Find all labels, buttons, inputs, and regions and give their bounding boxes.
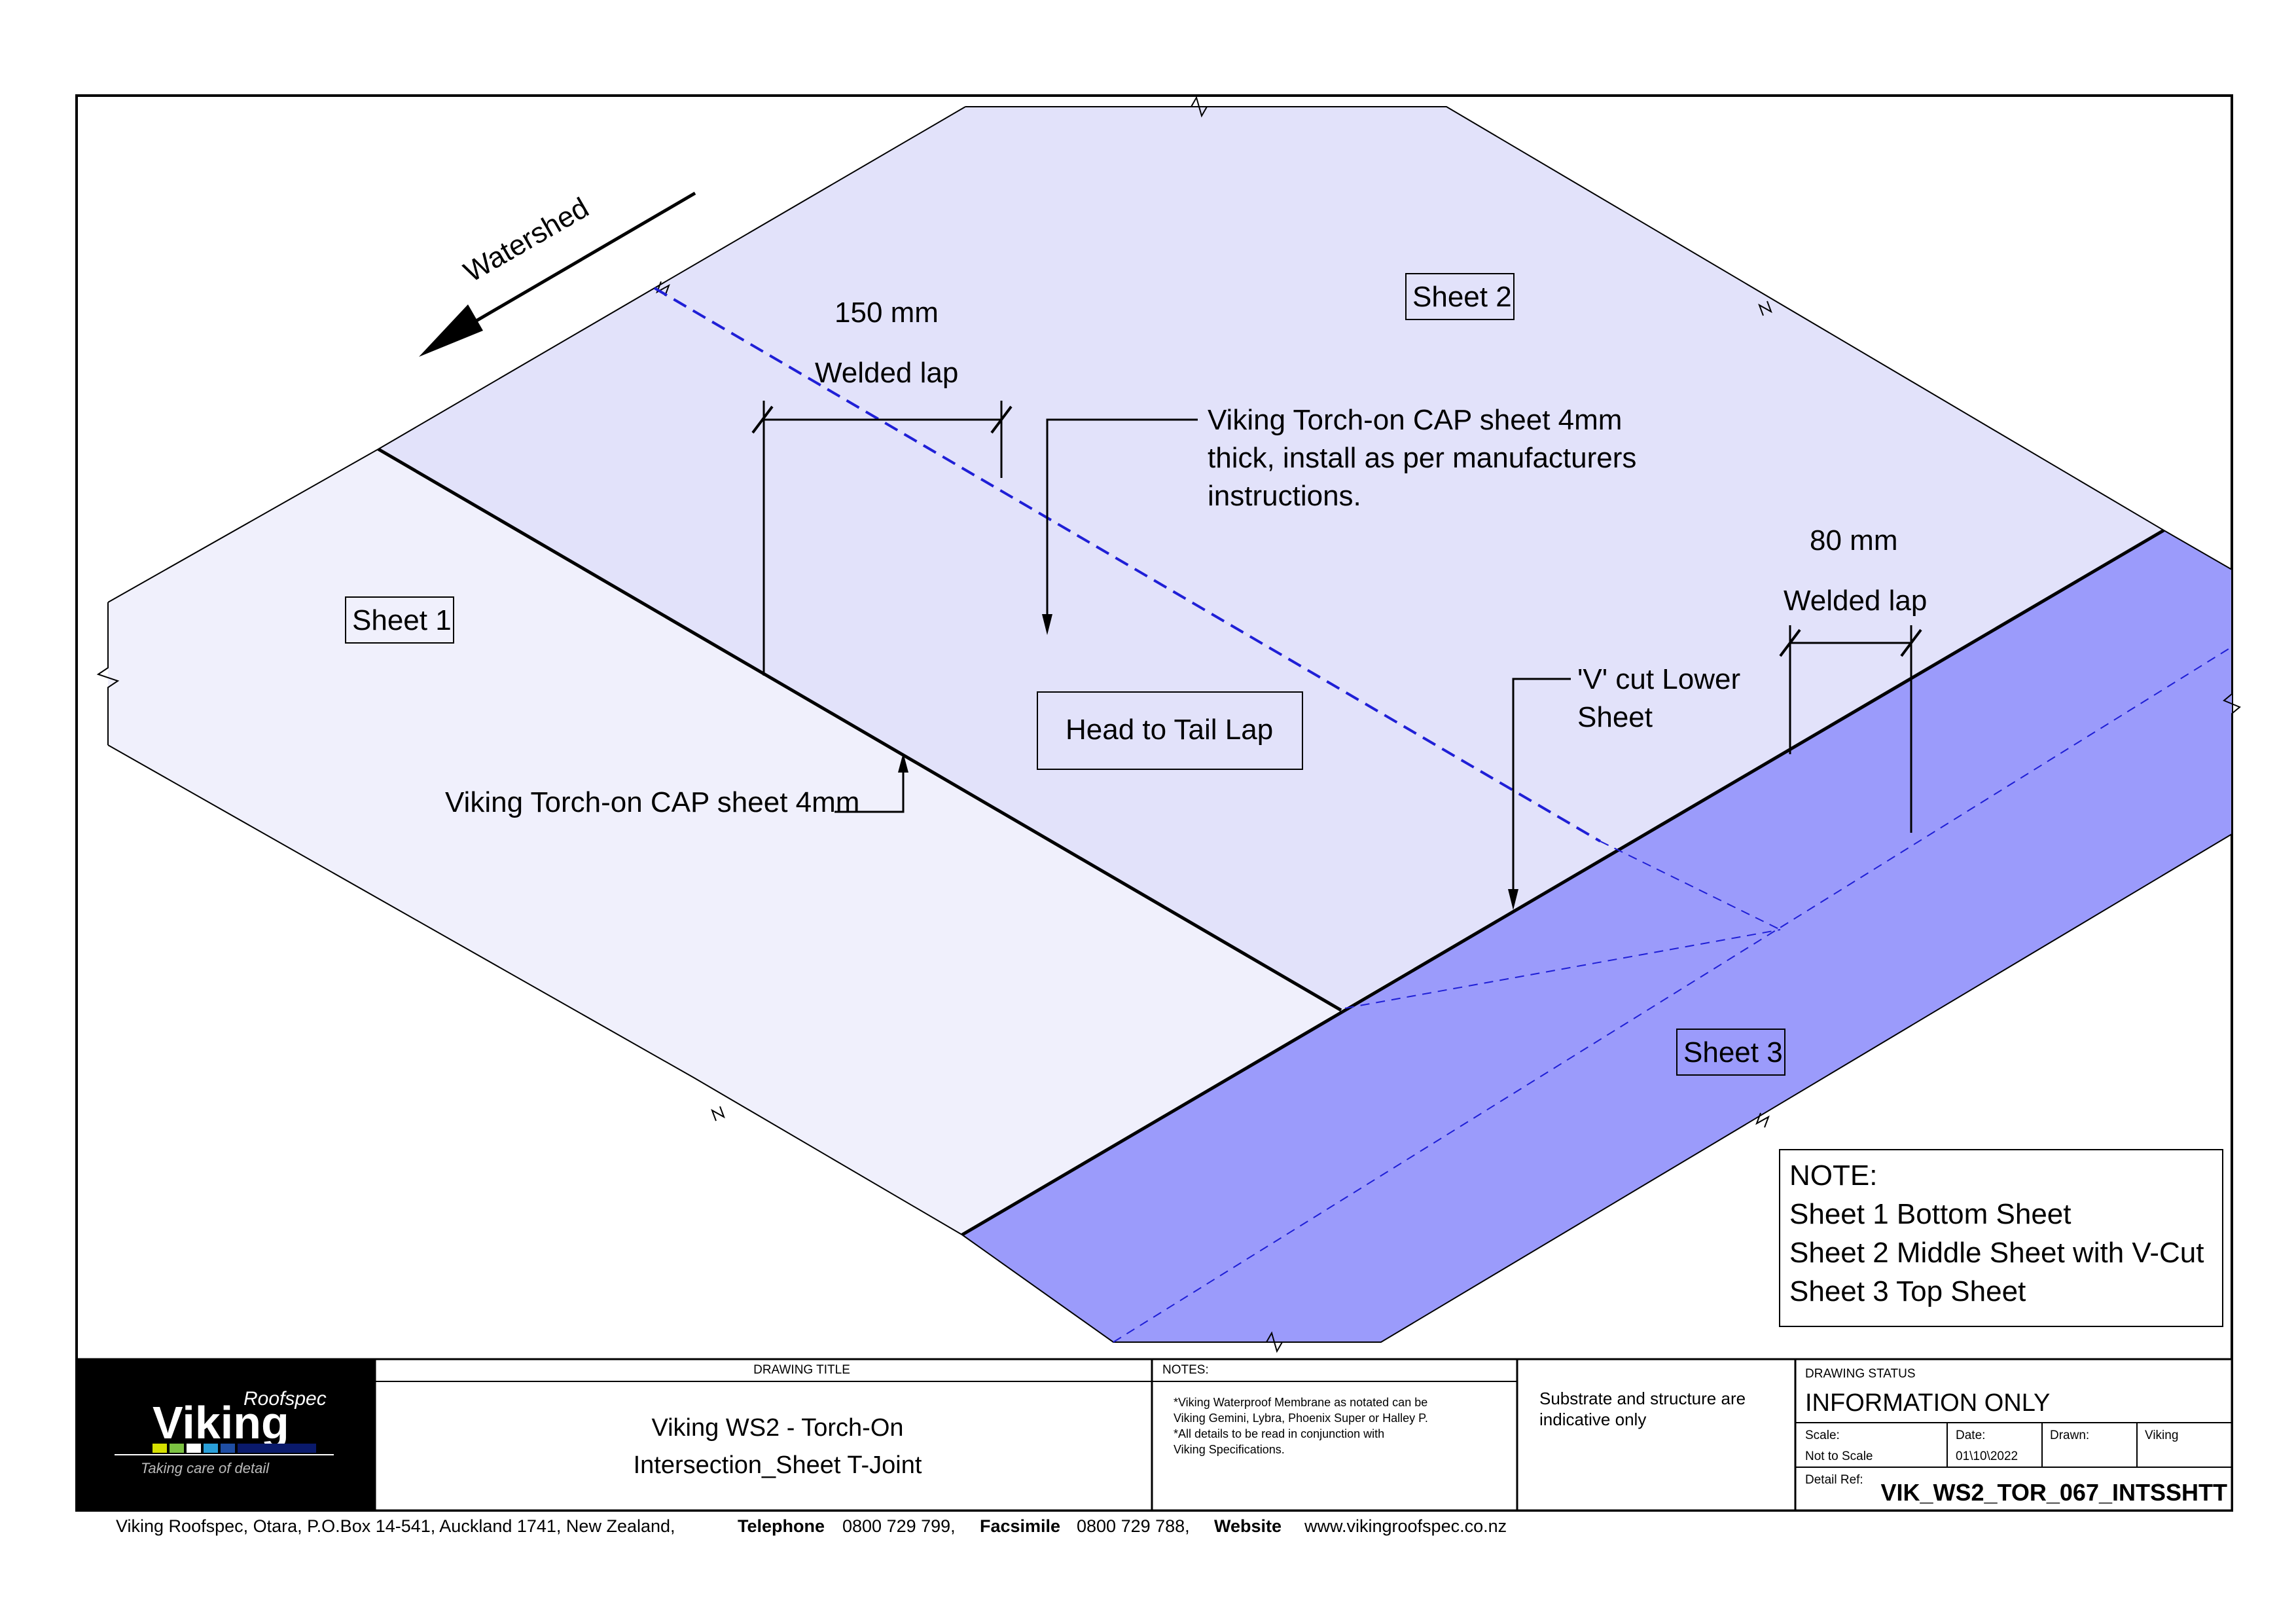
leader-arrow <box>1042 614 1052 635</box>
footer-telephone-label: Telephone <box>738 1516 825 1536</box>
leader-arrow <box>898 753 908 773</box>
break-mark <box>1755 1112 1770 1128</box>
footer-facsimile-value: 0800 729 788, <box>1077 1516 1190 1536</box>
watershed-label: Watershed <box>459 192 594 289</box>
sheet-2-label: Sheet 2 <box>1412 281 1512 313</box>
logo-roofspec: Roofspec <box>243 1388 327 1410</box>
v-cut-leader <box>1512 678 1571 897</box>
break-mark <box>1758 301 1772 316</box>
logo-tagline: Taking care of detail <box>141 1460 270 1476</box>
detail-ref-label: Detail Ref: <box>1805 1473 1863 1487</box>
sheet-1-label: Sheet 1 <box>352 604 452 636</box>
sheet-3-label: Sheet 3 <box>1683 1036 1783 1068</box>
v-cut-dashed-line <box>1600 841 1781 930</box>
note-box-line-3: Sheet 3 Top Sheet <box>1789 1275 2026 1307</box>
cap-sheet1-leader <box>834 766 905 813</box>
substrate-line-2: indicative only <box>1539 1410 1646 1429</box>
cap-note-leader <box>1046 418 1198 622</box>
note-box-line-2: Sheet 2 Middle Sheet with V-Cut <box>1789 1237 2204 1269</box>
notes-line-1: *Viking Waterproof Membrane as notated c… <box>1174 1396 1427 1409</box>
sheet-outline <box>107 744 963 1235</box>
logo-stripe <box>152 1444 167 1453</box>
logo-stripe <box>221 1444 235 1453</box>
logo-panel <box>77 1359 375 1510</box>
sheet-2-area <box>378 107 2164 1010</box>
head-tail-lap-label: Head to Tail Lap <box>1066 714 1273 746</box>
notes-header: NOTES: <box>1162 1363 1209 1377</box>
logo-stripe <box>238 1444 316 1453</box>
footer-address: Viking Roofspec, Otara, P.O.Box 14-541, … <box>116 1516 675 1536</box>
footer-website-value: www.vikingroofspec.co.nz <box>1304 1516 1507 1536</box>
leader-arrow <box>1508 889 1518 910</box>
cap-note-line-1: Viking Torch-on CAP sheet 4mm <box>1208 404 1622 436</box>
cap-note-line-3: instructions. <box>1208 480 1361 512</box>
sheet-1-area <box>108 449 1341 1235</box>
lap-80-dimension: 80 mm <box>1810 524 1897 556</box>
sheet-3-area <box>962 530 2232 1342</box>
sheet-3-upper-edge <box>961 528 2165 1237</box>
date-label: Date: <box>1956 1429 1985 1442</box>
drawing-title-line-2: Intersection_Sheet T-Joint <box>634 1451 922 1479</box>
detail-ref-value: VIK_WS2_TOR_067_INTSSHTT <box>1880 1479 2227 1506</box>
break-mark <box>1191 96 1208 118</box>
drawing-title-header: DRAWING TITLE <box>753 1363 850 1377</box>
break-mark <box>1266 1331 1283 1353</box>
footer-website-label: Website <box>1214 1516 1282 1536</box>
notes-line-4: Viking Specifications. <box>1174 1443 1285 1456</box>
sheet-outline <box>961 833 2233 1343</box>
cap-note-line-2: thick, install as per manufacturers <box>1208 442 1636 474</box>
head-tail-lap-box <box>1037 691 1303 770</box>
sheet-2-lower-edge <box>377 447 1342 1012</box>
notes-line-2: Viking Gemini, Lybra, Phoenix Super or H… <box>1174 1412 1428 1425</box>
sheet-outline <box>2163 530 2233 570</box>
status-value: INFORMATION ONLY <box>1805 1389 2050 1417</box>
scale-label: Scale: <box>1805 1429 1840 1442</box>
drawing-title-line-1: Viking WS2 - Torch-On <box>651 1414 903 1442</box>
logo-stripe <box>187 1444 201 1453</box>
status-header: DRAWING STATUS <box>1805 1367 1916 1381</box>
watershed-arrow <box>450 191 696 337</box>
break-mark <box>711 1106 725 1122</box>
title-block: Roofspec Viking Taking care of detail DR… <box>75 1358 2233 1512</box>
break-mark <box>656 281 670 297</box>
drawn-label: Drawn: <box>2050 1429 2089 1442</box>
v-cut-note-line-1: 'V' cut Lower <box>1577 663 1740 695</box>
lap-80-label: Welded lap <box>1784 585 1927 617</box>
sheet-3-label-box <box>1676 1029 1785 1076</box>
v-cut-note-line-2: Sheet <box>1577 701 1653 733</box>
date-value: 01\10\2022 <box>1956 1450 2018 1463</box>
sheet-1-label-box <box>345 596 454 644</box>
dimension-tick <box>751 405 774 434</box>
lap-150-label: Welded lap <box>815 357 958 389</box>
footer-telephone-value: 0800 729 799, <box>842 1516 956 1536</box>
sheet-2-label-box <box>1405 273 1515 320</box>
footer-facsimile-label: Facsimile <box>980 1516 1060 1536</box>
footer: Viking Roofspec, Otara, P.O.Box 14-541, … <box>116 1516 1507 1536</box>
note-box <box>1779 1149 2223 1327</box>
scale-value: Not to Scale <box>1805 1450 1873 1463</box>
logo-stripe <box>170 1444 184 1453</box>
note-box-heading: NOTE: <box>1789 1159 1877 1192</box>
sheet-outline <box>965 106 2164 531</box>
logo-stripe <box>204 1444 218 1453</box>
drawn-value: Viking <box>2145 1429 2178 1442</box>
lap-150-dimension: 150 mm <box>834 297 939 329</box>
note-box-line-1: Sheet 1 Bottom Sheet <box>1789 1198 2072 1230</box>
v-cut-dashed-line <box>1344 929 1781 1009</box>
notes-line-3: *All details to be read in conjunction w… <box>1174 1427 1384 1440</box>
sheet-2-lap-dashed-line <box>653 287 1602 843</box>
substrate-line-1: Substrate and structure are <box>1539 1389 1746 1408</box>
cap-sheet1-note: Viking Torch-on CAP sheet 4mm <box>445 786 859 818</box>
watershed-arrow-head <box>419 304 483 357</box>
break-mark <box>96 602 120 745</box>
break-mark <box>2223 570 2241 834</box>
logo-viking: Viking <box>152 1397 289 1448</box>
